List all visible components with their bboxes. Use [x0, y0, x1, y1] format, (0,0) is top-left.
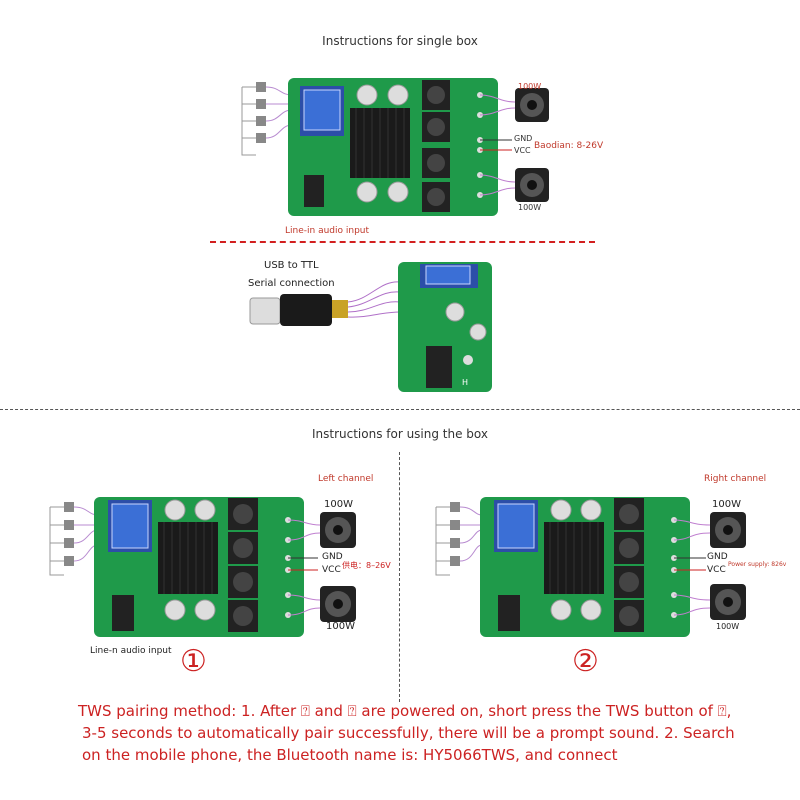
speaker-icon [320, 512, 356, 548]
single-box-title: Instructions for single box [322, 34, 478, 48]
usb-stick-icon [249, 294, 348, 326]
gray-divider [0, 409, 800, 410]
marker-one: ① [180, 644, 207, 679]
tws-line-3: on the mobile phone, the Bluetooth name … [82, 746, 618, 764]
supply-label: Baodian: 8-26V [534, 141, 604, 151]
right-box-diagram [435, 497, 746, 637]
pcb-h-mark: H [462, 378, 469, 387]
tws-line-1: TWS pairing method: 1. After ⍰ and ⍰ are… [78, 702, 732, 720]
button-switch-group [241, 82, 293, 156]
speaker-icon [710, 512, 746, 548]
left-channel-label: Left channel [318, 474, 374, 484]
speaker-bottom-label: 100W [518, 203, 542, 212]
right-channel-label: Right channel [704, 474, 767, 484]
linein-label: Line-in audio input [285, 226, 370, 236]
speaker-icon [515, 88, 549, 122]
speaker-icon [320, 586, 356, 622]
left-gnd-label: GND [322, 552, 343, 562]
usb-diagram [249, 262, 492, 392]
tws-line-2: 3-5 seconds to automatically pair succes… [82, 724, 735, 742]
left-speaker-bottom-label: 100W [326, 621, 355, 632]
left-linein-label: Line-n audio input [90, 646, 172, 656]
using-box-title: Instructions for using the box [311, 427, 489, 441]
serial-connection-label: Serial connection [248, 278, 335, 289]
right-speaker-bottom-label: 100W [716, 622, 740, 631]
vertical-divider [399, 452, 400, 702]
right-speaker-top-label: 100W [712, 499, 741, 510]
tws-instructions: TWS pairing method: 1. After ⍰ and ⍰ are… [78, 700, 778, 766]
right-vcc-label: VCC [707, 565, 726, 575]
red-divider [210, 241, 595, 243]
left-speaker-top-label: 100W [324, 499, 353, 510]
speaker-top-label: 100W [518, 82, 542, 91]
speaker-icon [710, 584, 746, 620]
vcc-label: VCC [514, 146, 531, 155]
left-box-diagram [49, 497, 356, 637]
usb-ttl-label: USB to TTL [264, 260, 319, 271]
right-supply-label: Power supply: 826v [728, 561, 787, 568]
left-supply-label: 供电：8–26V [342, 561, 391, 570]
speaker-icon [515, 168, 549, 202]
marker-two: ② [572, 644, 599, 679]
gnd-label: GND [514, 134, 533, 143]
left-vcc-label: VCC [322, 565, 341, 575]
single-box-diagram [241, 78, 549, 216]
right-gnd-label: GND [707, 552, 728, 562]
